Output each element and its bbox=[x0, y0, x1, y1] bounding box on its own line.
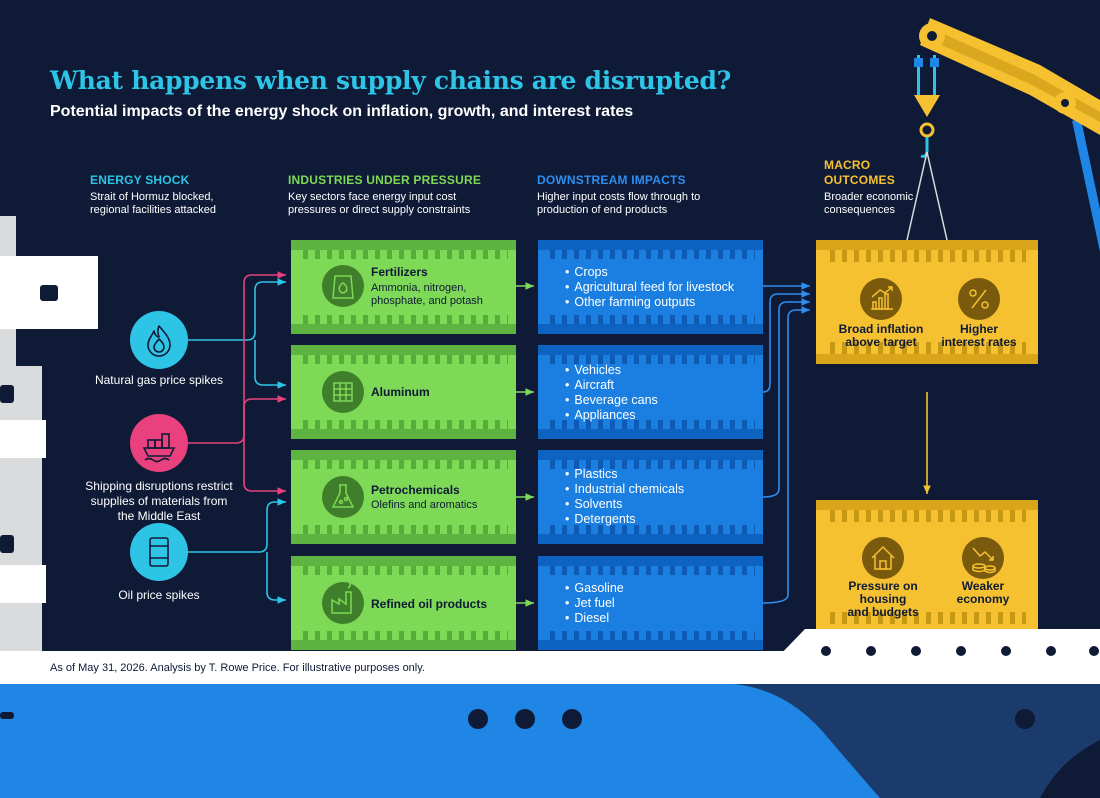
list-item: Aircraft bbox=[565, 378, 658, 393]
column-downstream: DOWNSTREAM IMPACTS Higher input costs fl… bbox=[537, 173, 767, 217]
oil-barrel-icon bbox=[149, 537, 169, 567]
column-description: Higher input costs flow through to produ… bbox=[537, 191, 701, 216]
list-item: Gasoline bbox=[565, 581, 623, 596]
downstream-connectors bbox=[762, 282, 810, 604]
column-macro: MACRO OUTCOMES Broader economic conseque… bbox=[824, 158, 974, 217]
macro-label-interest-rates: Higher interest rates bbox=[941, 322, 1017, 349]
page-title: What happens when supply chains are disr… bbox=[50, 66, 732, 95]
macro-containers bbox=[816, 240, 1038, 629]
shock-label-natural-gas: Natural gas price spikes bbox=[94, 373, 224, 387]
cargo-ship-icon bbox=[142, 433, 176, 463]
falling-coins-icon bbox=[972, 547, 996, 574]
list-item: Agricultural feed for livestock bbox=[565, 280, 734, 295]
list-item: Solvents bbox=[565, 497, 684, 512]
industry-name-petrochemicals: Petrochemicals bbox=[371, 483, 460, 497]
shock-label-shipping: Shipping disruptions restrict supplies o… bbox=[85, 479, 233, 523]
fertilizer-bag-icon bbox=[332, 275, 354, 299]
column-title: MACRO OUTCOMES bbox=[824, 158, 895, 187]
list-item: Other farming outputs bbox=[565, 295, 734, 310]
footnote: As of May 31, 2026. Analysis by T. Rowe … bbox=[50, 662, 425, 674]
downstream-list-manufacturing: Vehicles Aircraft Beverage cans Applianc… bbox=[565, 363, 658, 423]
column-title: INDUSTRIES UNDER PRESSURE bbox=[288, 173, 482, 187]
industry-name-refined-oil: Refined oil products bbox=[371, 597, 488, 611]
downstream-list-fuels: Gasoline Jet fuel Diesel bbox=[565, 581, 624, 626]
page-subtitle: Potential impacts of the energy shock on… bbox=[50, 103, 634, 120]
column-description: Key sectors face energy input cost press… bbox=[288, 191, 471, 216]
list-item: Industrial chemicals bbox=[565, 482, 684, 497]
list-item: Plastics bbox=[565, 467, 684, 482]
industry-description-fertilizers: Ammonia, nitrogen, phosphate, and potash bbox=[371, 282, 483, 307]
ship-illustration bbox=[0, 216, 1100, 798]
macro-label-weaker-economy: Weaker economy bbox=[956, 579, 1010, 606]
rising-chart-icon bbox=[871, 286, 893, 310]
industry-description-petrochemicals: Olefins and aromatics bbox=[371, 499, 478, 511]
downstream-list-chemicals: Plastics Industrial chemicals Solvents D… bbox=[565, 467, 684, 527]
list-item: Crops bbox=[565, 265, 734, 280]
shock-label-oil: Oil price spikes bbox=[118, 588, 200, 602]
column-energy-shock: ENERGY SHOCK Strait of Hormuz blocked, r… bbox=[90, 173, 320, 217]
column-title: DOWNSTREAM IMPACTS bbox=[537, 173, 686, 187]
list-item: Appliances bbox=[565, 408, 658, 423]
macro-label-inflation: Broad inflation above target bbox=[838, 322, 924, 349]
column-description: Broader economic consequences bbox=[824, 191, 914, 216]
house-icon bbox=[871, 545, 895, 570]
macro-label-housing: Pressure on housing and budgets bbox=[847, 579, 919, 619]
list-item: Jet fuel bbox=[565, 596, 624, 611]
crane-illustration bbox=[906, 18, 1100, 630]
industry-name-aluminum: Aluminum bbox=[371, 385, 430, 399]
list-item: Diesel bbox=[565, 611, 624, 626]
list-item: Beverage cans bbox=[565, 393, 657, 408]
refinery-icon bbox=[331, 581, 352, 614]
list-item: Detergents bbox=[565, 512, 684, 527]
downstream-list-farming: Crops Agricultural feed for livestock Ot… bbox=[565, 265, 734, 310]
shock-connectors bbox=[188, 271, 286, 604]
industry-name-fertilizers: Fertilizers bbox=[371, 265, 428, 279]
flask-icon bbox=[331, 484, 355, 508]
flame-icon bbox=[147, 325, 171, 357]
column-description: Strait of Hormuz blocked, regional facil… bbox=[90, 191, 216, 216]
column-industries: INDUSTRIES UNDER PRESSURE Key sectors fa… bbox=[288, 173, 518, 217]
industry-arrows bbox=[516, 282, 534, 607]
aluminum-block-icon bbox=[333, 382, 353, 402]
column-title: ENERGY SHOCK bbox=[90, 173, 190, 187]
percent-icon bbox=[969, 289, 989, 309]
list-item: Vehicles bbox=[565, 363, 658, 378]
